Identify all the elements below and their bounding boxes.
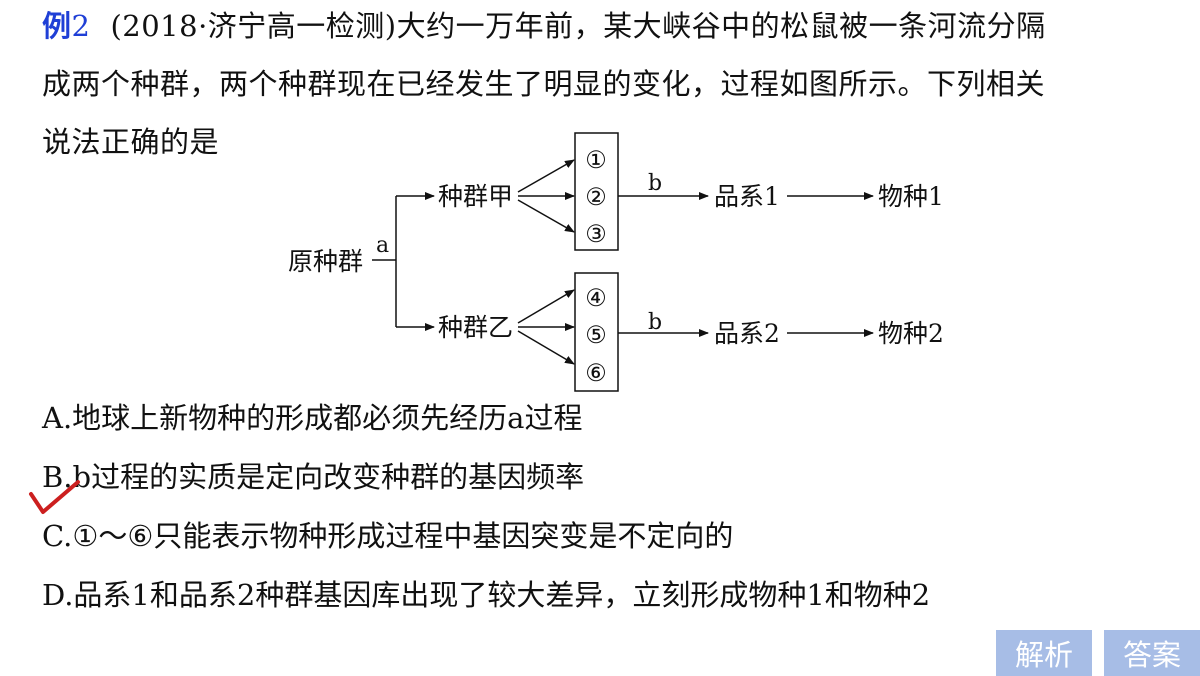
species-1-label: 物种1 — [878, 182, 944, 211]
check-mark-icon — [29, 480, 80, 514]
population-yi-label: 种群乙 — [438, 313, 513, 342]
item-5: ⑤ — [585, 321, 607, 349]
option-a[interactable]: A.地球上新物种的形成都必须先经历a过程 — [42, 401, 583, 435]
question-source: (2018·济宁高一检测) — [110, 9, 397, 43]
variation-box-top — [574, 132, 619, 251]
analysis-button[interactable]: 解析 — [996, 630, 1092, 676]
question-line-1: 例2 (2018·济宁高一检测)大约一万年前，某大峡谷中的松鼠被一条河流分隔 — [42, 6, 1046, 46]
question-text-1: 大约一万年前，某大峡谷中的松鼠被一条河流分隔 — [396, 9, 1046, 43]
item-2: ② — [585, 183, 607, 211]
item-3: ③ — [585, 220, 607, 248]
strain-1-label: 品系1 — [714, 182, 780, 211]
option-c[interactable]: C.①～⑥只能表示物种形成过程中基因突变是不定向的 — [42, 519, 734, 553]
fan-arrow-1 — [517, 159, 575, 193]
variation-box-bottom — [574, 272, 619, 392]
item-1: ① — [585, 146, 607, 174]
fan-arrow-6 — [517, 330, 575, 365]
option-b[interactable]: B.b过程的实质是定向改变种群的基因频率 — [42, 460, 585, 494]
question-number: 2 — [71, 9, 91, 43]
edge-b-label-top: b — [648, 171, 662, 196]
item-4: ④ — [585, 284, 607, 312]
species-2-label: 物种2 — [878, 319, 944, 348]
question-line-2: 成两个种群，两个种群现在已经发生了明显的变化，过程如图所示。下列相关 — [42, 67, 1046, 101]
population-jia-label: 种群甲 — [438, 182, 513, 211]
fan-arrow-3 — [517, 199, 575, 233]
fan-arrow-4 — [517, 289, 575, 324]
edge-b-label-bottom: b — [648, 310, 662, 335]
item-6: ⑥ — [585, 359, 607, 387]
answer-button[interactable]: 答案 — [1104, 630, 1200, 676]
question-line-3: 说法正确的是 — [42, 125, 220, 159]
edge-a-label: a — [376, 233, 389, 258]
question-label: 例 — [42, 9, 72, 43]
strain-2-label: 品系2 — [714, 319, 780, 348]
option-d[interactable]: D.品系1和品系2种群基因库出现了较大差异，立刻形成物种1和物种2 — [42, 578, 931, 612]
origin-population-label: 原种群 — [288, 247, 363, 276]
